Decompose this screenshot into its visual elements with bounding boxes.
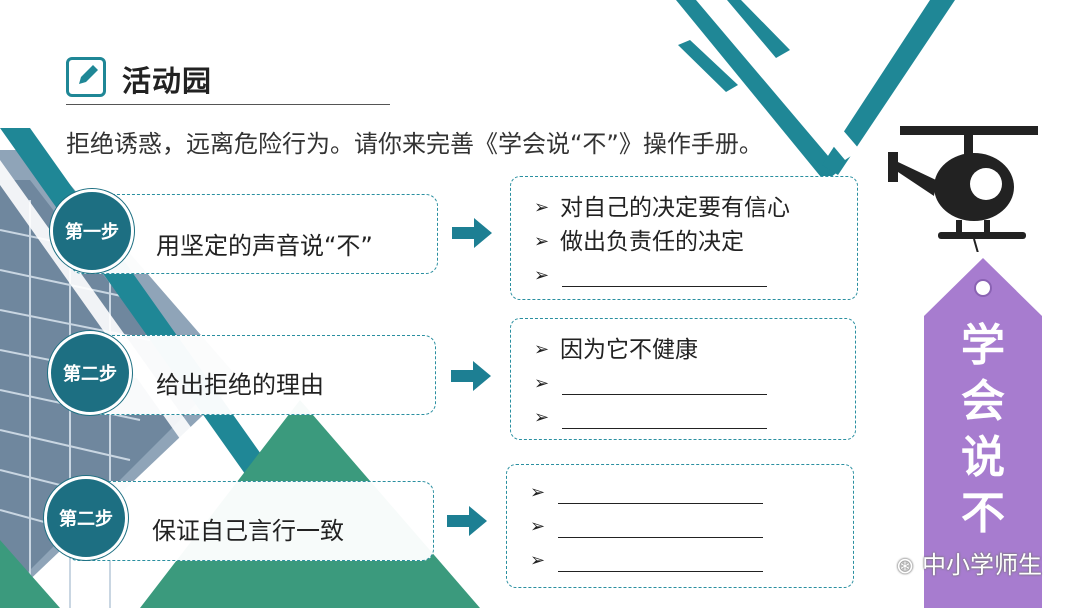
step-3-badge: 第二步 — [44, 476, 128, 560]
edit-pencil-icon — [66, 57, 106, 97]
arrow-right-icon — [451, 361, 491, 391]
step-3-answers: ➢ ➢ ➢ — [530, 476, 763, 578]
step-1-badge: 第一步 — [50, 189, 134, 273]
wechat-icon: ⊛ — [896, 554, 914, 579]
bullet-arrow-icon: ➢ — [534, 191, 560, 225]
answer-blank[interactable]: ➢ — [534, 401, 767, 435]
answer-blank[interactable]: ➢ — [530, 544, 763, 578]
step-3-action: 保证自己言行一致 — [152, 511, 344, 546]
answer-item: ➢对自己的决定要有信心 — [534, 191, 790, 225]
fill-in-blank[interactable] — [558, 483, 763, 504]
fill-in-blank[interactable] — [562, 408, 767, 429]
bullet-arrow-icon: ➢ — [534, 225, 560, 259]
bullet-arrow-icon: ➢ — [530, 476, 556, 510]
step-2-action: 给出拒绝的理由 — [156, 365, 324, 400]
fill-in-blank[interactable] — [562, 374, 767, 395]
answer-blank[interactable]: ➢ — [534, 367, 767, 401]
bullet-arrow-icon: ➢ — [534, 333, 560, 367]
arrow-right-icon — [447, 506, 487, 536]
answer-blank[interactable]: ➢ — [530, 510, 763, 544]
bullet-arrow-icon: ➢ — [530, 510, 556, 544]
tag-char: 会 — [953, 374, 1013, 430]
fill-in-blank[interactable] — [558, 517, 763, 538]
answer-item: ➢因为它不健康 — [534, 333, 767, 367]
step-1-action: 用坚定的声音说“不” — [156, 226, 373, 261]
section-title: 活动园 — [122, 58, 212, 100]
tag-char: 说 — [953, 430, 1013, 486]
bullet-arrow-icon: ➢ — [530, 544, 556, 578]
answer-item: ➢做出负责任的决定 — [534, 225, 790, 259]
step-2-badge: 第二步 — [48, 331, 132, 415]
bullet-arrow-icon: ➢ — [534, 401, 560, 435]
title-divider — [66, 104, 390, 105]
step-1-answers: ➢对自己的决定要有信心 ➢做出负责任的决定 ➢ — [534, 191, 790, 293]
bullet-arrow-icon: ➢ — [534, 367, 560, 401]
answer-blank[interactable]: ➢ — [530, 476, 763, 510]
arrow-right-icon — [452, 218, 492, 248]
helicopter-icon — [888, 122, 1048, 252]
bullet-arrow-icon: ➢ — [534, 259, 560, 293]
tag-char: 学 — [953, 318, 1013, 374]
tag-char: 不 — [953, 486, 1013, 542]
step-2-answers: ➢因为它不健康 ➢ ➢ — [534, 333, 767, 435]
instruction-text: 拒绝诱惑，远离危险行为。请你来完善《学会说“不”》操作手册。 — [66, 124, 763, 159]
fill-in-blank[interactable] — [558, 551, 763, 572]
tag-label: 学 会 说 不 — [953, 318, 1013, 542]
fill-in-blank[interactable] — [562, 266, 767, 287]
watermark: ⊛ 中小学师生 — [896, 545, 1042, 580]
answer-blank[interactable]: ➢ — [534, 259, 790, 293]
